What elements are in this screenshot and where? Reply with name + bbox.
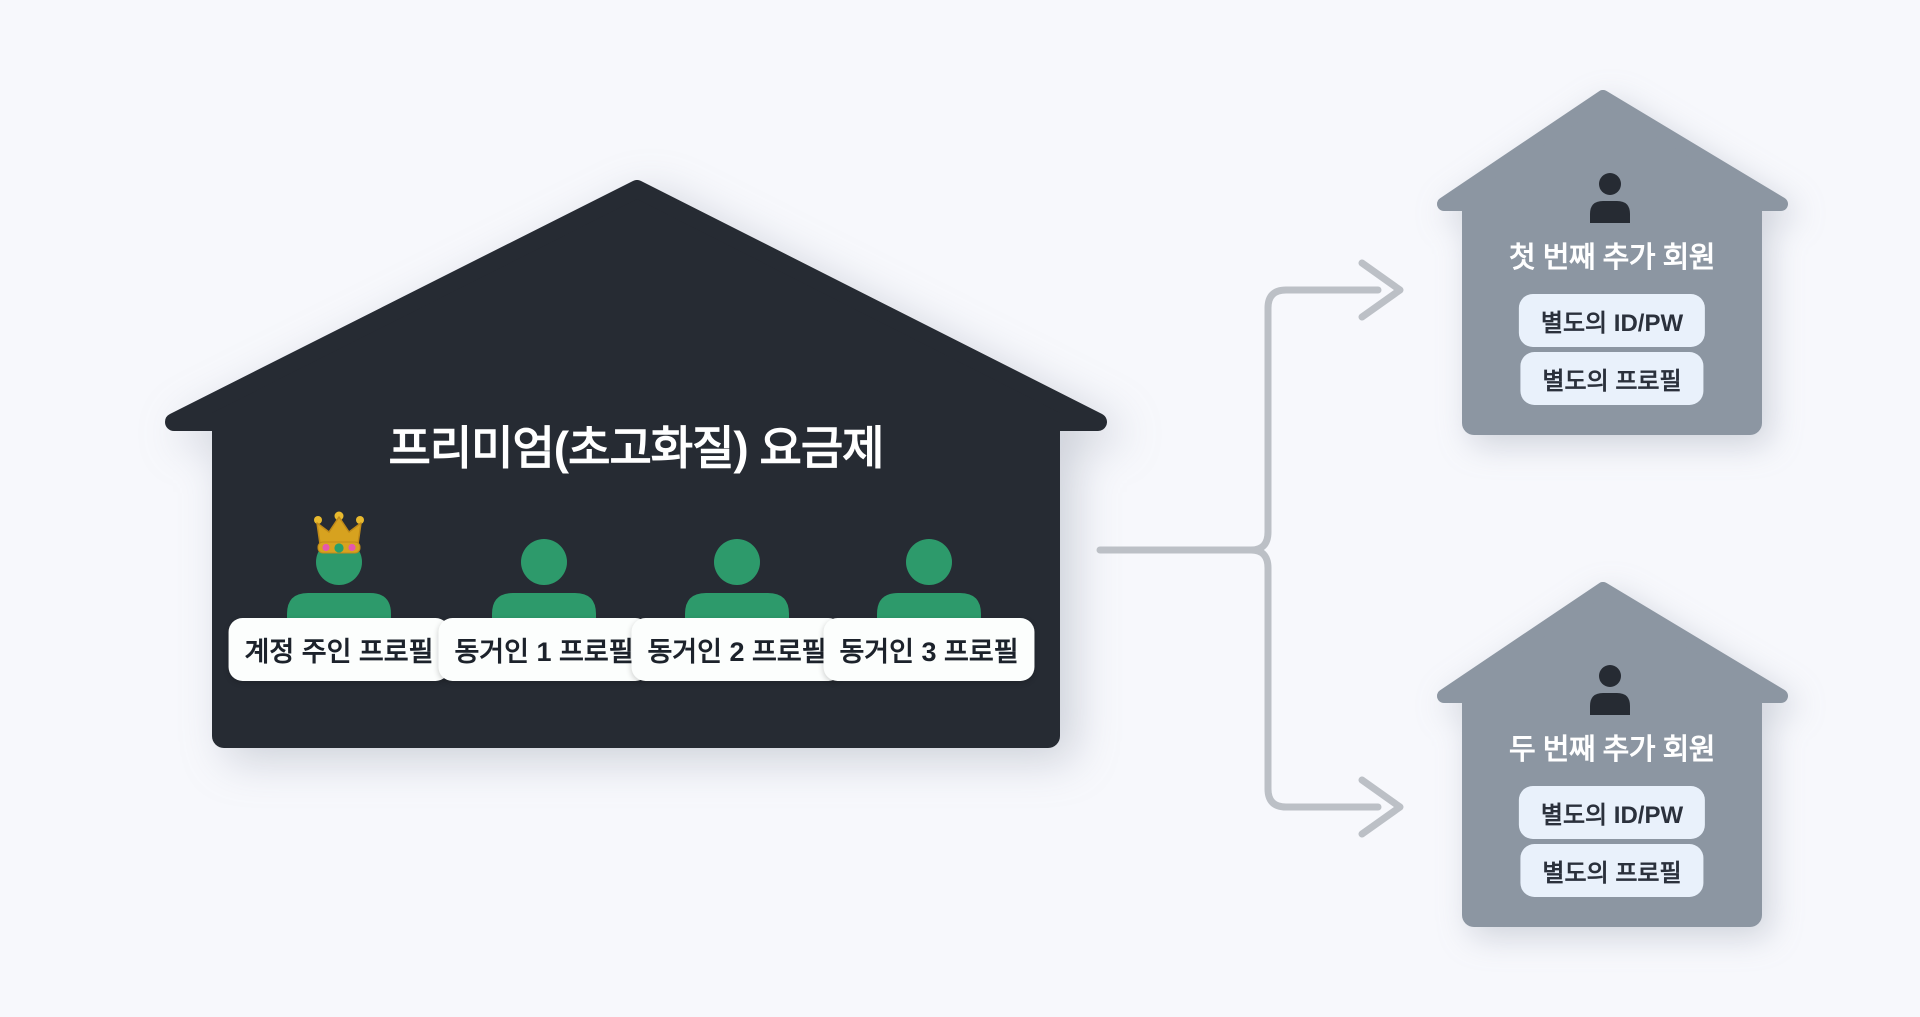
person-icon <box>1590 173 1630 223</box>
id-pw-badge: 별도의 ID/PW <box>1518 294 1706 347</box>
premium-house-roof <box>165 180 1107 431</box>
id-pw-badge: 별도의 ID/PW <box>1518 786 1706 839</box>
profile-label-owner: 계정 주인 프로필 <box>228 618 450 681</box>
profile-badge: 별도의 프로필 <box>1520 844 1704 897</box>
profile-label-housemate-1: 동거인 1 프로필 <box>438 618 650 681</box>
crown-icon <box>314 511 364 554</box>
extra-member-2-title: 두 번째 추가 회원 <box>1509 734 1715 766</box>
profile-label-housemate-2: 동거인 2 프로필 <box>631 618 843 681</box>
plan-title: 프리미엄(초고화질) 요금제 <box>388 422 885 474</box>
premium-house-body <box>212 424 1060 748</box>
profile-label-housemate-3: 동거인 3 프로필 <box>823 618 1035 681</box>
person-icon <box>1590 665 1630 715</box>
profile-badge: 별도의 프로필 <box>1520 352 1704 405</box>
extra-member-1-title: 첫 번째 추가 회원 <box>1509 242 1715 274</box>
